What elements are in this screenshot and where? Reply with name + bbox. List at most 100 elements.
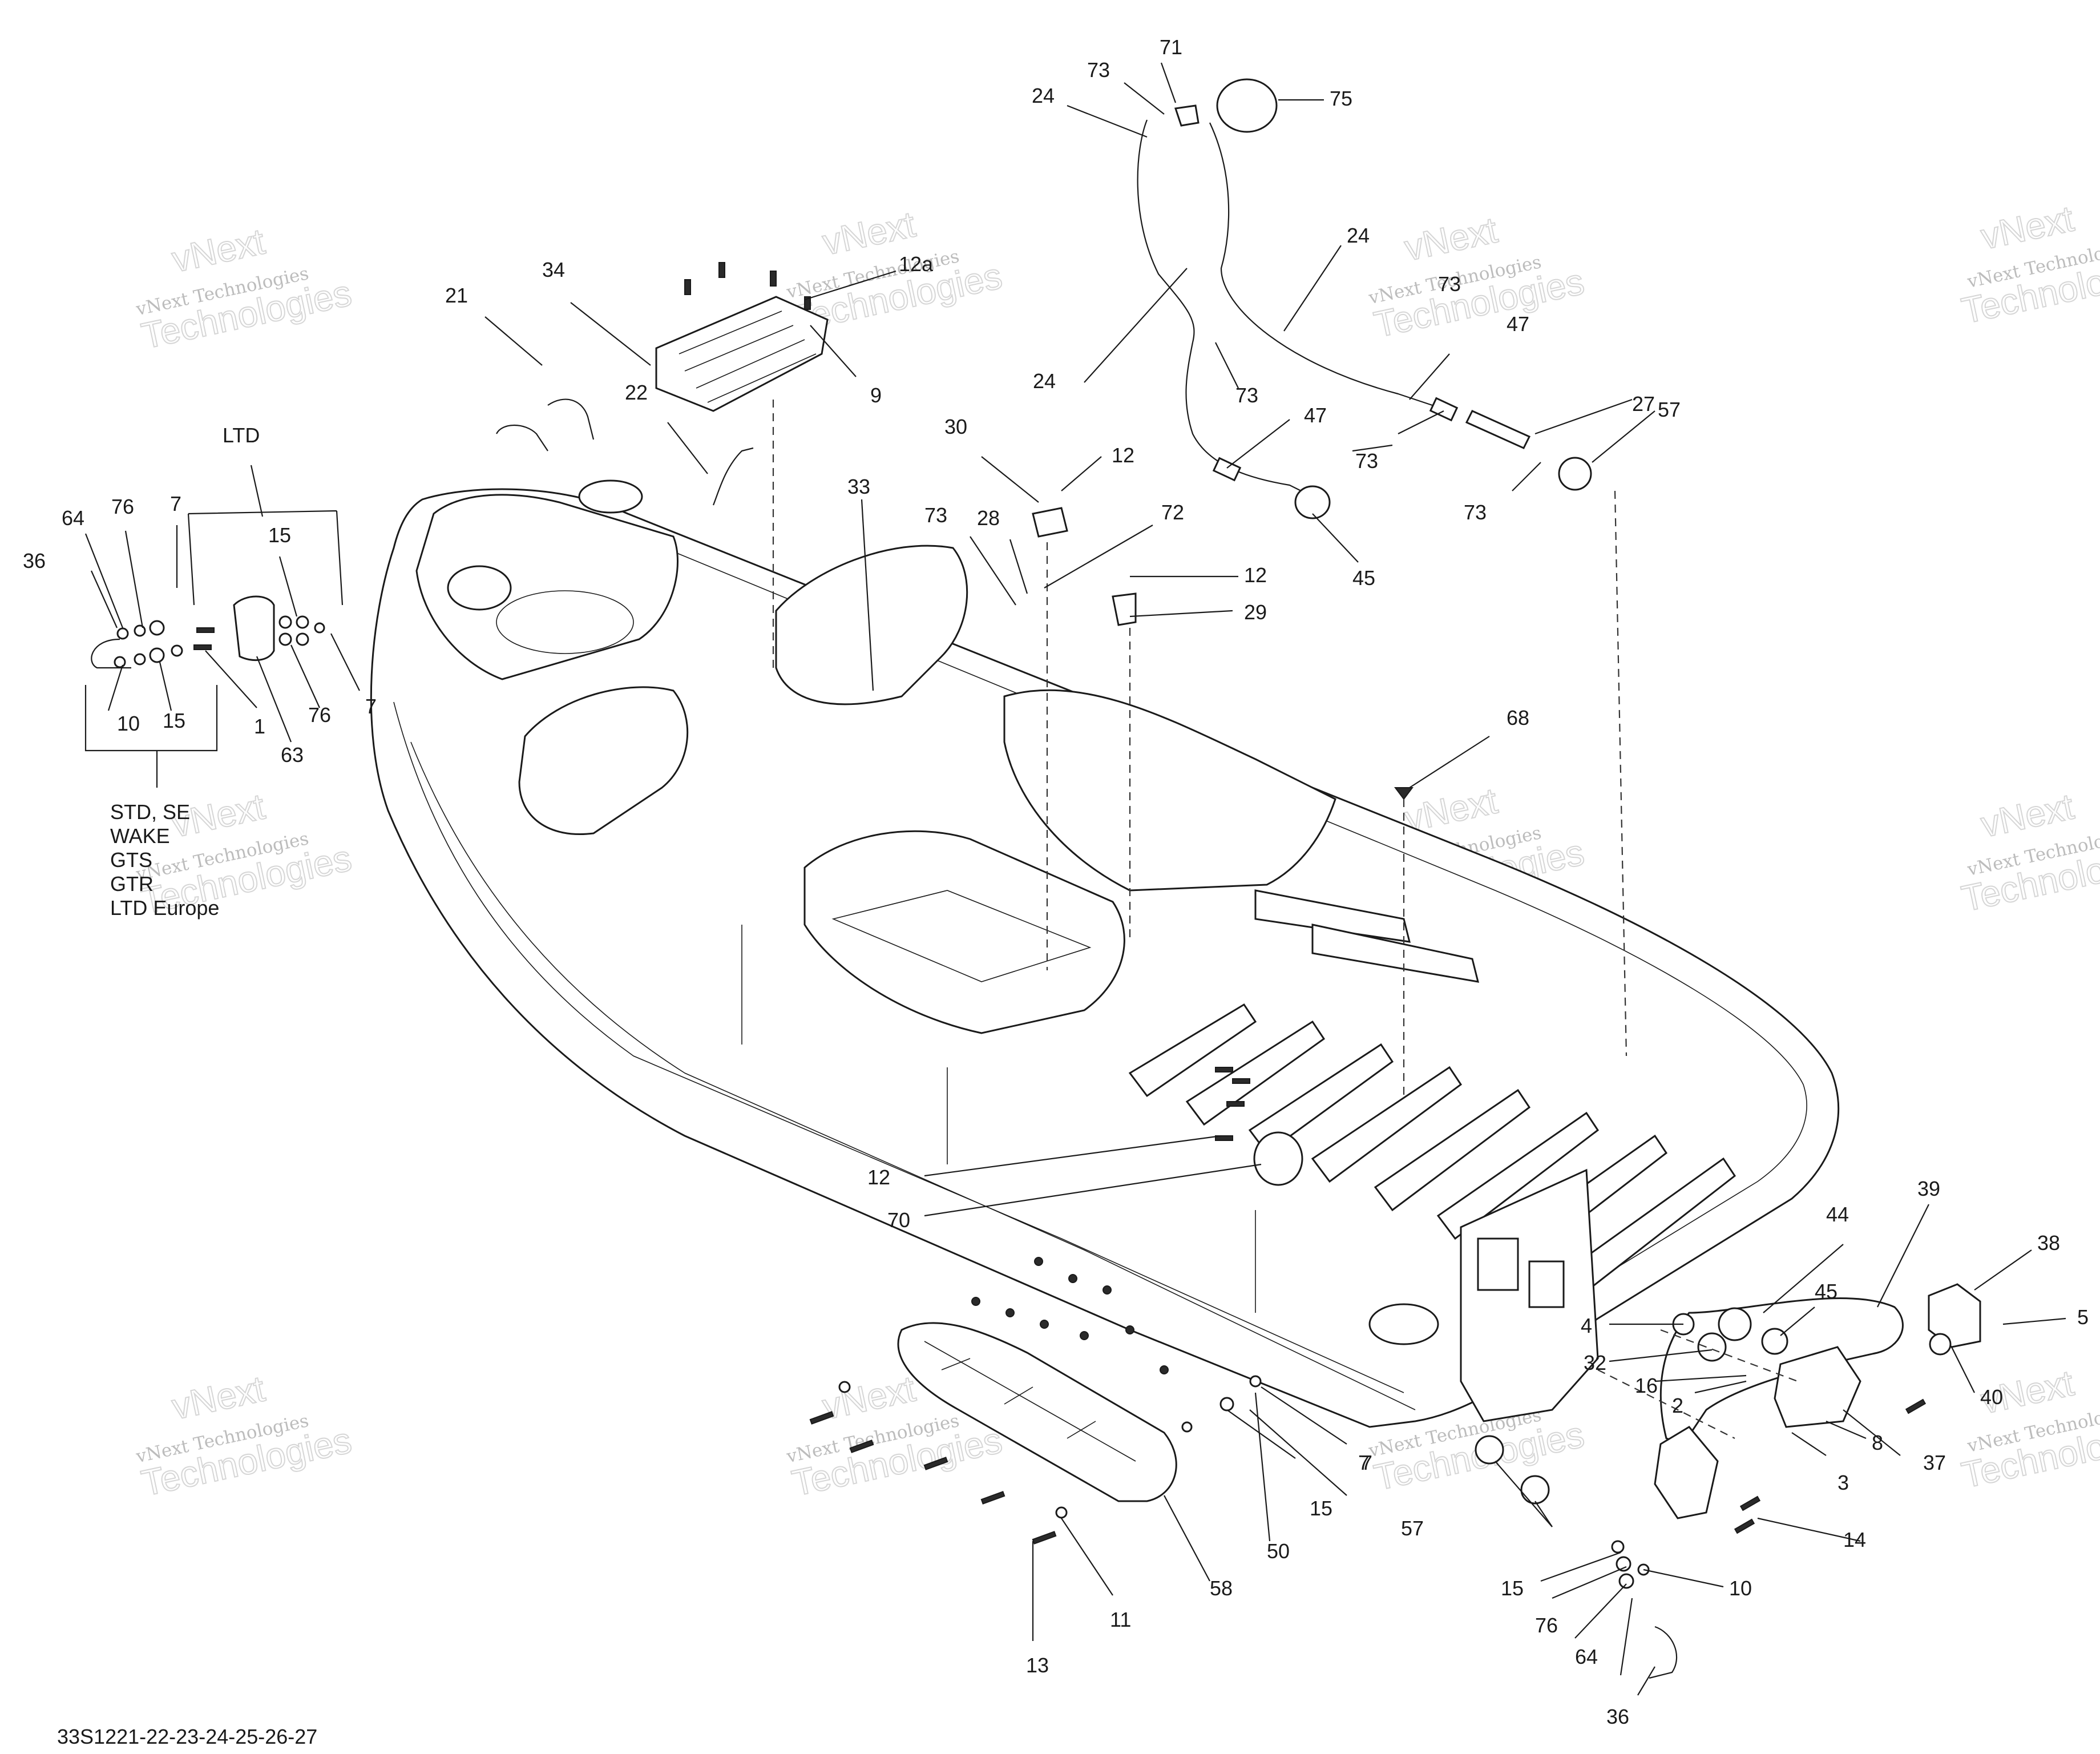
hull	[370, 479, 1839, 1428]
callout: 73	[1464, 501, 1487, 524]
front-bin-rim	[496, 590, 634, 654]
leader	[1540, 1551, 1621, 1582]
leader	[1226, 419, 1290, 469]
mount-38	[1928, 1283, 1981, 1348]
leader	[1009, 539, 1028, 594]
callout: 47	[1304, 404, 1327, 427]
callout: 73	[1087, 58, 1110, 82]
callout: 3	[1838, 1471, 1849, 1494]
washers-left	[114, 615, 325, 668]
bolt	[684, 279, 691, 295]
callout: 4	[1581, 1314, 1592, 1337]
leader	[107, 664, 124, 711]
callout: 30	[944, 415, 967, 438]
callout: 5	[2077, 1305, 2089, 1329]
callout: 24	[1347, 224, 1370, 247]
callout: 11	[1110, 1608, 1131, 1631]
callout: 32	[1584, 1351, 1606, 1374]
callout: 1	[254, 715, 265, 738]
assembly-line	[1614, 490, 1628, 1057]
bolt	[1215, 1135, 1233, 1141]
variant-gtr: GTR	[110, 872, 154, 896]
callout: 12	[1112, 443, 1134, 467]
bolt	[923, 1457, 948, 1470]
ltd-bracket	[187, 465, 344, 606]
leader	[1084, 268, 1188, 383]
bolt	[804, 296, 811, 310]
callout: 72	[1161, 501, 1184, 524]
leader	[1495, 1461, 1553, 1527]
bolt	[1739, 1495, 1761, 1511]
connector-47	[1212, 457, 1242, 482]
filler-cap	[578, 479, 643, 514]
callout: 15	[1310, 1497, 1332, 1520]
callout: 63	[281, 743, 304, 767]
watermark-vnext: vNext	[1977, 785, 2077, 845]
leader	[1877, 1204, 1929, 1308]
bolt	[809, 1411, 834, 1425]
rib	[1436, 1111, 1600, 1240]
leader	[1843, 1409, 1901, 1456]
leader	[1215, 342, 1239, 389]
screw-68	[1394, 787, 1414, 800]
washer	[278, 615, 292, 629]
bracket-30	[1032, 507, 1068, 538]
mount-37	[1774, 1346, 1861, 1428]
rib	[1128, 1003, 1257, 1098]
leader	[667, 422, 708, 474]
rib	[1311, 1066, 1463, 1183]
watermark: vNext vNext Technologies Technologies	[1957, 197, 2100, 332]
leader	[1283, 245, 1342, 332]
variant-gts: GTS	[110, 848, 152, 872]
std-bracket	[84, 685, 218, 788]
grab-bar-base	[1654, 1426, 1719, 1519]
leader	[1409, 353, 1450, 400]
leader	[1951, 1346, 1975, 1393]
callout: 7	[1361, 1451, 1372, 1474]
front-seat	[518, 686, 689, 835]
bow-plate-63	[233, 595, 275, 662]
variant-std-list: STD, SE WAKE GTS GTR LTD Europe	[110, 800, 219, 920]
callout: 50	[1267, 1539, 1290, 1563]
leader	[256, 656, 292, 743]
callout: 57	[1401, 1517, 1424, 1540]
callout: 7	[365, 695, 377, 718]
washer	[838, 1381, 851, 1393]
washer	[296, 615, 309, 629]
watermark: vNext vNext Technologies Technologies	[1957, 785, 2100, 920]
callout: 29	[1244, 600, 1267, 624]
bow-eye-36	[91, 638, 131, 669]
leader	[1534, 398, 1633, 435]
sponson-58	[897, 1322, 1177, 1502]
callout: 44	[1826, 1203, 1849, 1226]
hole	[1160, 1365, 1169, 1374]
leader-lines	[84, 62, 2066, 1696]
leader	[1164, 1495, 1210, 1582]
leader	[970, 536, 1016, 606]
parts	[91, 78, 1981, 1679]
rear-seat-recess	[831, 890, 1092, 982]
leader	[981, 456, 1039, 503]
callout: 2	[1672, 1394, 1683, 1417]
connector-47	[1429, 397, 1459, 422]
washer	[1055, 1506, 1068, 1519]
leader	[1763, 1244, 1844, 1313]
hole	[971, 1297, 980, 1306]
assembly-line	[1660, 1329, 1798, 1382]
bolt	[1232, 1078, 1250, 1084]
callout: 8	[1872, 1431, 1883, 1454]
bolt	[1734, 1518, 1755, 1534]
leader	[1643, 1568, 1724, 1588]
callout: 68	[1507, 706, 1529, 729]
leader	[1757, 1517, 1861, 1542]
clamp-ring-75	[1216, 78, 1278, 133]
hose-24a	[1137, 119, 1195, 343]
callout: 15	[268, 523, 291, 547]
elbow-71	[1174, 104, 1200, 127]
leader	[2002, 1317, 2066, 1325]
bolt	[193, 644, 212, 650]
bolt	[718, 262, 725, 278]
callout: 15	[1501, 1576, 1524, 1600]
leader	[1791, 1432, 1827, 1456]
callout: 10	[1729, 1576, 1752, 1600]
